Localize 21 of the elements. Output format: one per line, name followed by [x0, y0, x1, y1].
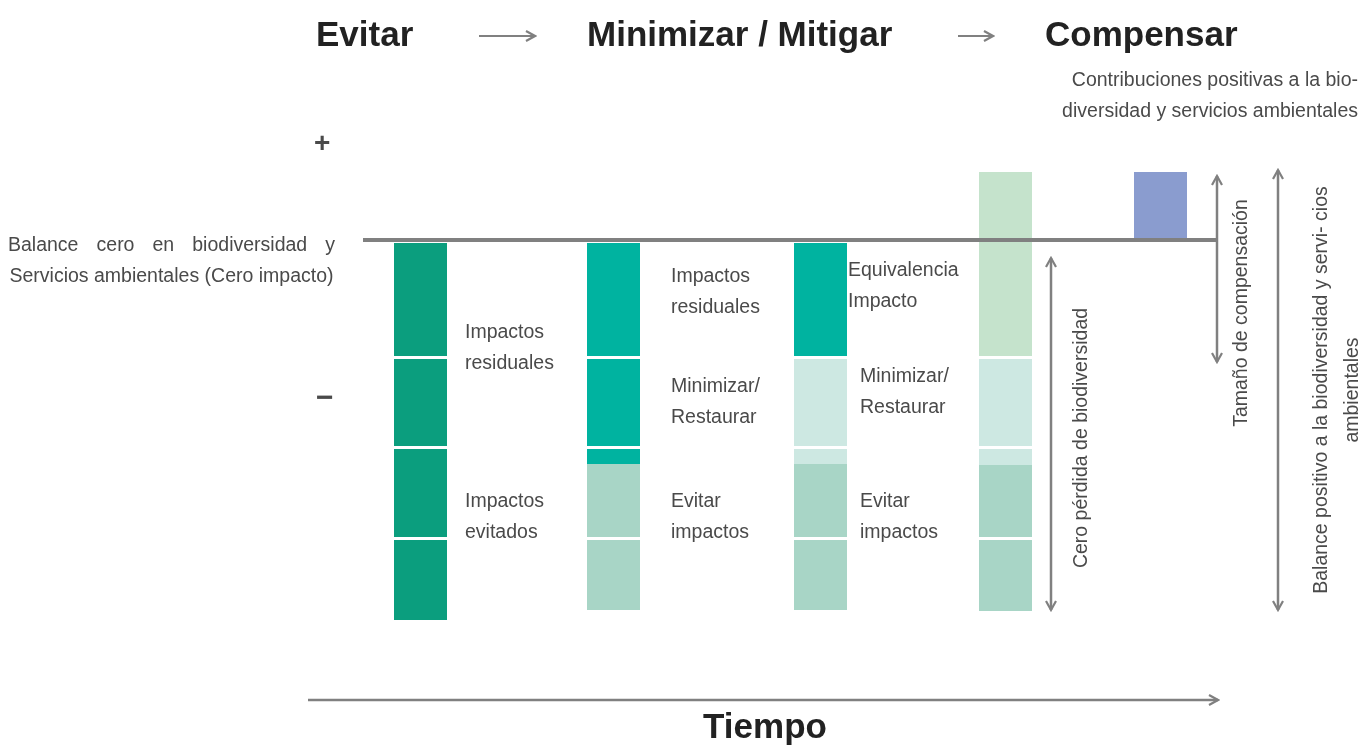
plus-sign: +: [314, 126, 332, 160]
stage-heading: Minimizar / Mitigar: [587, 14, 893, 54]
annotation-text: Contribuciones positivas a la bio- diversidad y servicios ambientales: [1061, 67, 1358, 123]
segment-label: Evitar impactos: [860, 488, 940, 544]
segment-label: Impactos residuales: [671, 263, 761, 319]
segment-label: Impactos evitados: [465, 488, 546, 544]
segment-label: Evitar impactos: [671, 488, 751, 544]
minus-sign: −: [316, 380, 335, 414]
dimension-label: Tamaño de compensación: [1227, 198, 1252, 429]
axis-title: Tiempo: [702, 706, 828, 746]
arrow: [958, 29, 995, 43]
annotation-text: Balance cero en biodiversidad y Servicios ambientales (Cero impacto): [8, 232, 335, 288]
segment-label: Impactos residuales: [465, 319, 555, 375]
segment-label: Minimizar/ Restaurar: [860, 363, 950, 419]
arrow: [479, 29, 537, 43]
segment-label: Minimizar/ Restaurar: [671, 373, 761, 429]
segment-label: Equivalencia Impacto: [848, 257, 960, 313]
stage-heading: Compensar: [1045, 14, 1238, 54]
stage-heading: Evitar: [316, 14, 414, 54]
dimension-label: Balance positivo a la biodiversidad y servi- cios ambientales: [1308, 185, 1363, 596]
dimension-label: Cero pérdida de biodiversidad: [1067, 306, 1092, 571]
